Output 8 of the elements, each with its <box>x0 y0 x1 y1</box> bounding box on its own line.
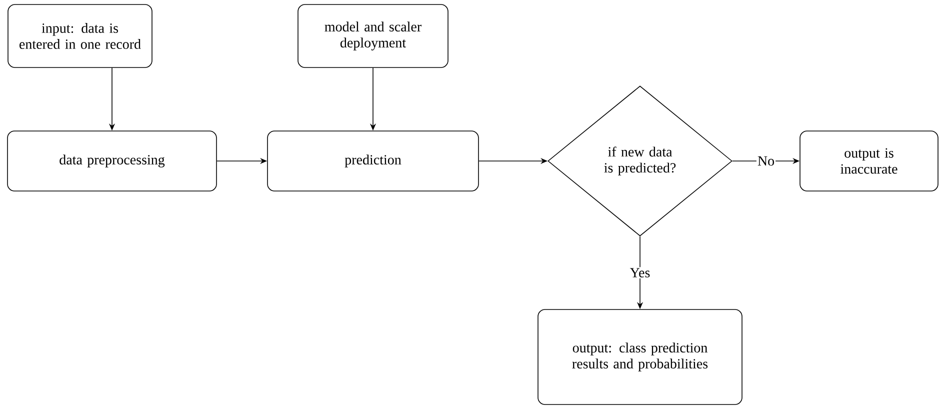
edge-label: Yes <box>630 268 650 278</box>
process-box: output is inaccurate <box>800 130 938 192</box>
process-box: output: class prediction results and probabilities <box>538 309 742 405</box>
process-box: prediction <box>267 130 479 192</box>
process-box: model and scaler deployment <box>298 4 448 68</box>
process-box: input: data is entered in one record <box>8 4 152 68</box>
process-box: data preprocessing <box>7 130 217 192</box>
edge-label: No <box>758 156 774 166</box>
